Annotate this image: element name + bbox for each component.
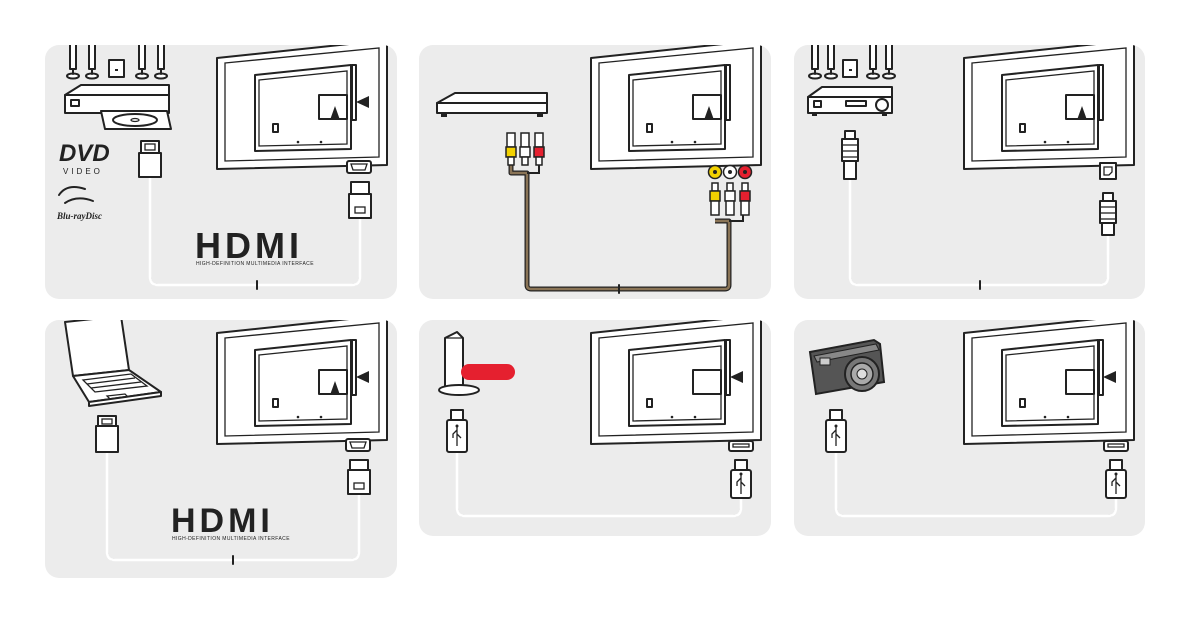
hdmi-plug-icon xyxy=(96,416,118,452)
camera-icon xyxy=(810,340,884,394)
hdmi-plug-icon xyxy=(139,141,161,177)
dvd-video-label: VIDEO xyxy=(63,167,103,176)
panel-hdmi-dvd: DVD VIDEO Blu-rayDisc HDMI HIGH-DEFINITI… xyxy=(45,45,397,299)
subwoofer-icon xyxy=(843,60,857,77)
hdmi-plug-icon xyxy=(348,460,370,494)
usb-plug-icon xyxy=(826,410,846,452)
hdmi-port-icon xyxy=(347,161,371,173)
tv-back-icon xyxy=(964,45,1134,169)
panel-hdmi-laptop: HDMI HIGH-DEFINITION MULTIMEDIA INTERFAC… xyxy=(45,320,397,578)
hdmi-caption: HIGH-DEFINITION MULTIMEDIA INTERFACE xyxy=(196,261,314,267)
dvd-logo: DVD xyxy=(59,140,110,168)
usb-plug-icon xyxy=(447,410,467,452)
set-top-box-icon xyxy=(437,93,547,117)
tv-back-icon xyxy=(964,320,1134,444)
router-icon xyxy=(439,332,515,395)
tv-back-icon xyxy=(217,320,387,444)
rca-plug-icon xyxy=(710,183,750,215)
hdmi-port-icon xyxy=(346,439,370,451)
rca-jack-icon xyxy=(709,166,752,179)
tv-back-icon xyxy=(591,45,761,169)
hdmi-plug-icon xyxy=(349,182,371,218)
usb-plug-icon xyxy=(731,460,751,498)
hdmi-caption: HIGH-DEFINITION MULTIMEDIA INTERFACE xyxy=(172,536,290,542)
usb-plug-icon xyxy=(1106,460,1126,498)
laptop-icon xyxy=(65,320,161,406)
usb-port-icon xyxy=(729,441,753,451)
subwoofer-icon xyxy=(109,60,124,77)
optical-plug-icon xyxy=(842,131,858,179)
rca-plug-icon xyxy=(506,133,544,165)
dvd-player-icon xyxy=(65,85,171,129)
tv-back-icon xyxy=(591,320,761,444)
av-receiver-icon xyxy=(808,87,892,116)
usb-port-icon xyxy=(1104,441,1128,451)
panel-optical xyxy=(794,45,1145,299)
panel-composite xyxy=(419,45,771,299)
optical-plug-icon xyxy=(1100,193,1116,235)
panel-usb-router xyxy=(419,320,771,536)
bluray-logo: Blu-rayDisc xyxy=(57,211,102,221)
panel-usb-camera xyxy=(794,320,1145,536)
tv-back-icon xyxy=(217,45,387,169)
optical-port-icon xyxy=(1100,163,1116,179)
